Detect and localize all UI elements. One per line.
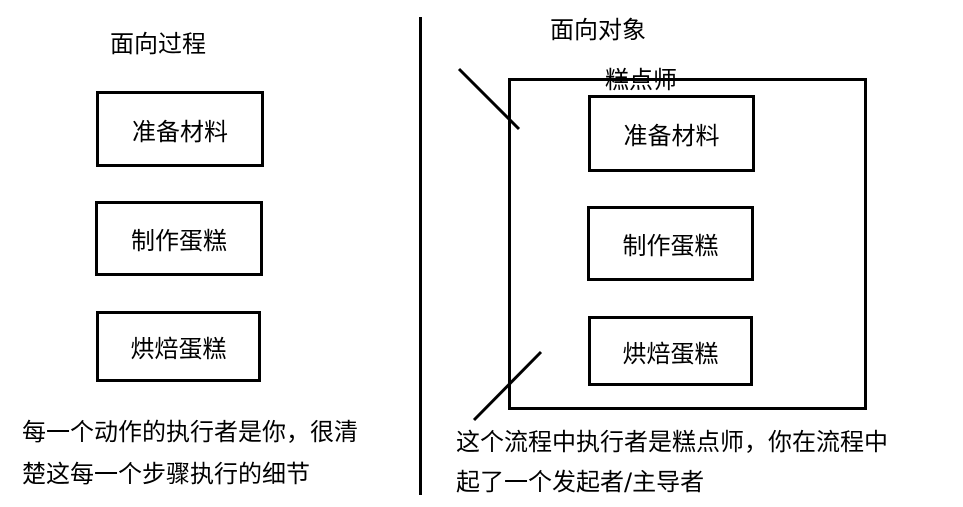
procedural-step-bake-label: 烘焙蛋糕 [130, 335, 227, 363]
top-diagonal-line [457, 67, 521, 131]
procedural-note-line2: 楚这每一个步骤执行的细节 [22, 460, 310, 488]
object-step-bake: 烘焙蛋糕 [588, 316, 753, 386]
procedural-step-make-label: 制作蛋糕 [131, 227, 227, 255]
object-step-make-label: 制作蛋糕 [622, 232, 719, 260]
object-oriented-title: 面向对象 [550, 16, 646, 44]
procedural-step-make: 制作蛋糕 [95, 201, 263, 276]
bottom-diagonal-line [472, 350, 543, 422]
object-note-line1: 这个流程中执行者是糕点师，你在流程中 [456, 428, 888, 456]
pastry-chef-object-box [508, 78, 867, 410]
procedural-note-line1: 每一个动作的执行者是你，很清 [22, 418, 358, 446]
object-note-line2: 起了一个发起者/主导者 [456, 468, 705, 496]
procedural-step-prepare-label: 准备材料 [132, 117, 228, 146]
object-step-bake-label: 烘焙蛋糕 [622, 339, 719, 368]
object-step-prepare: 准备材料 [588, 95, 755, 172]
object-step-prepare-label: 准备材料 [623, 122, 720, 150]
procedural-title: 面向过程 [110, 30, 206, 58]
procedural-step-bake: 烘焙蛋糕 [96, 311, 261, 382]
divider-line [419, 17, 422, 495]
pastry-chef-label: 糕点师 [605, 66, 677, 94]
object-step-make: 制作蛋糕 [587, 206, 754, 281]
procedural-step-prepare: 准备材料 [96, 91, 264, 167]
